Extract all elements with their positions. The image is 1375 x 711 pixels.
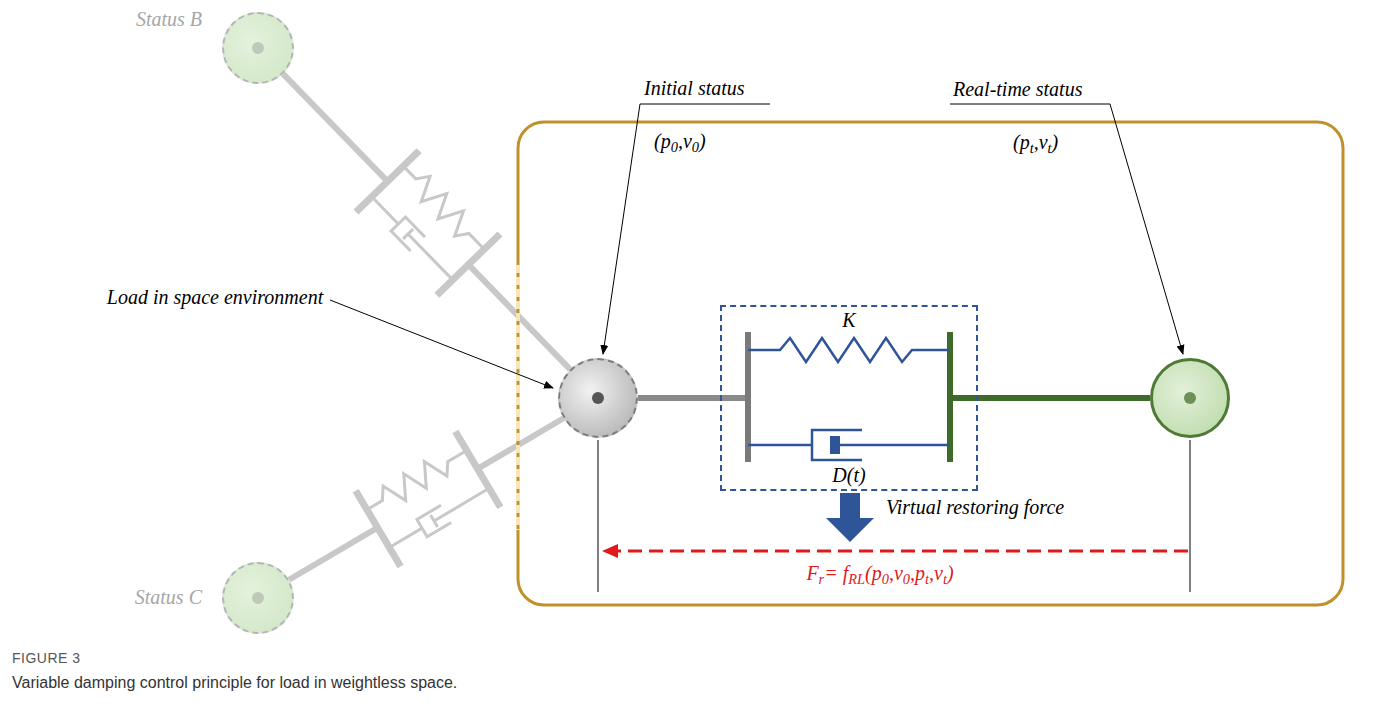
status-circle: Real-time status(pt,vt) xyxy=(1150,358,1230,438)
status-circle: Initial status(p0,v0) xyxy=(558,358,638,438)
restoring-force-arrow xyxy=(604,550,1188,553)
spring-damper xyxy=(720,332,978,462)
leader-line xyxy=(950,104,1110,105)
parameter-label: D(t) xyxy=(722,464,976,487)
center-dot xyxy=(592,392,604,404)
load-label: Load in space environment xyxy=(100,282,330,313)
rod-connector xyxy=(289,418,563,579)
center-dot xyxy=(252,42,264,54)
leader-line xyxy=(640,104,770,105)
status-label: Real-time status xyxy=(953,78,1082,101)
frame xyxy=(518,122,1343,605)
status-label: Initial status xyxy=(644,77,745,100)
caption: Variable damping control principle for l… xyxy=(12,674,457,692)
reference-line xyxy=(598,440,599,592)
status-label: Status B xyxy=(92,8,202,31)
center-dot xyxy=(252,592,264,604)
rod-connector xyxy=(283,74,570,369)
faded-spring-damper xyxy=(356,151,500,296)
rod-connector xyxy=(978,395,1150,401)
spring-damper-box: K D(t) xyxy=(720,305,978,491)
status-label: (p0,v0) xyxy=(654,130,706,153)
rod-connector xyxy=(638,395,720,401)
status-label: Status C xyxy=(92,586,202,609)
status-circle: Status B xyxy=(222,12,294,84)
leader-line xyxy=(1110,104,1183,354)
force-arrow xyxy=(826,493,874,542)
faded-spring-damper xyxy=(356,432,501,567)
status-label: (pt,vt) xyxy=(1013,131,1058,154)
parameter-label: K xyxy=(722,309,976,332)
figure-number: FIGURE 3 xyxy=(12,650,81,666)
leader-line xyxy=(330,300,553,388)
formula: Fr= fRL(p0,v0,pt,vt) xyxy=(700,562,1060,585)
center-dot xyxy=(1184,392,1196,404)
leader-line xyxy=(603,104,640,354)
frame-fade xyxy=(516,265,520,530)
force-label: Virtual restoring force xyxy=(886,496,1064,519)
reference-line xyxy=(1190,440,1191,592)
status-circle: Status C xyxy=(222,562,294,634)
